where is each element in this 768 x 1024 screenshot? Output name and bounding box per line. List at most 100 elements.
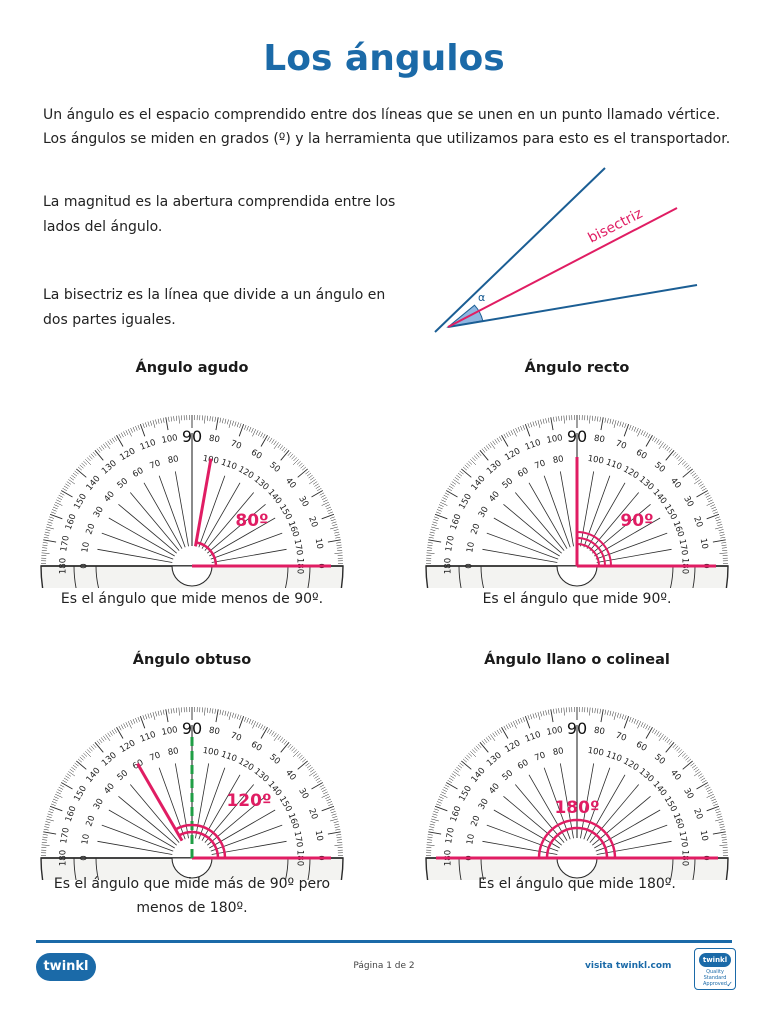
acute-angle-protractor: 0102030405060708010011012013014015016017…	[40, 415, 344, 588]
tick-mark	[711, 798, 717, 802]
outer-scale-label: 80	[593, 434, 605, 446]
tick-mark	[173, 416, 175, 422]
tick-mark	[49, 808, 55, 811]
tick-mark	[459, 762, 464, 767]
tick-mark	[63, 485, 69, 489]
tick-mark	[111, 437, 115, 443]
tick-mark	[302, 466, 307, 471]
tick-mark	[553, 416, 555, 422]
tick-mark	[238, 423, 245, 437]
tick-mark	[470, 459, 477, 466]
tick-mark	[677, 751, 684, 758]
straight-angle-caption: Es el ángulo que mide 180º.	[417, 872, 737, 896]
tick-mark	[118, 433, 122, 439]
center-semicircle	[556, 565, 598, 587]
tick-mark	[706, 805, 720, 812]
inner-scale-label: 140	[265, 487, 283, 506]
tick-mark	[292, 751, 299, 758]
outer-scale-label: 180	[59, 558, 69, 574]
inner-scale-label: 100	[202, 746, 220, 759]
tick-mark	[553, 708, 555, 714]
badge-text: Quality Standard Approved	[703, 969, 727, 987]
tick-mark	[125, 430, 129, 435]
tick-mark	[454, 477, 460, 481]
radial-line	[543, 767, 571, 840]
outer-scale-label: 170	[59, 827, 72, 845]
tick-mark	[49, 516, 55, 519]
tick-mark	[674, 745, 679, 750]
tick-mark	[459, 470, 464, 475]
tick-mark	[512, 429, 517, 437]
tick-mark	[440, 793, 448, 798]
inner-scale-label: 160	[671, 520, 686, 539]
tick-mark	[431, 818, 439, 822]
inner-scale-label: 0	[80, 855, 90, 860]
inner-scale-label: 170	[292, 538, 305, 556]
visit-link[interactable]: visita twinkl.com	[585, 961, 672, 971]
tick-mark	[683, 754, 688, 759]
acute-angle-caption: Es el ángulo que mide menos de 90º.	[32, 587, 352, 611]
tick-mark	[321, 805, 335, 812]
tick-mark	[214, 416, 216, 422]
radial-line	[482, 840, 558, 855]
tick-mark	[490, 442, 496, 450]
tick-mark	[485, 445, 490, 450]
outer-scale-label: 160	[449, 805, 464, 824]
tick-mark	[323, 499, 328, 503]
inner-scale-label: 10	[80, 541, 92, 553]
tick-mark	[453, 771, 461, 777]
tick-mark	[42, 836, 48, 838]
tick-mark	[103, 735, 107, 741]
tick-mark	[624, 423, 627, 429]
tick-mark	[617, 420, 619, 426]
tick-mark	[434, 808, 440, 811]
tick-mark	[293, 749, 298, 754]
tick-mark	[678, 457, 683, 462]
tick-mark	[448, 777, 454, 781]
tick-mark	[321, 793, 329, 798]
tick-mark	[321, 497, 327, 500]
outer-scale-label: 150	[457, 492, 474, 511]
inner-scale-label: 170	[292, 830, 305, 848]
tick-mark	[52, 798, 58, 802]
tick-mark	[704, 784, 710, 788]
tick-mark	[83, 460, 88, 465]
tick-mark	[427, 547, 433, 549]
tick-mark	[658, 732, 662, 738]
tick-mark	[308, 766, 313, 771]
tick-mark	[428, 536, 434, 539]
tick-mark	[437, 798, 443, 802]
tick-mark	[315, 777, 321, 781]
tick-mark	[477, 743, 482, 748]
tick-mark	[269, 437, 273, 443]
tick-mark	[697, 773, 703, 777]
tick-mark	[170, 708, 172, 714]
tick-mark	[55, 501, 63, 506]
tick-mark	[92, 451, 97, 456]
inner-scale-label: 70	[533, 750, 547, 763]
tick-mark	[721, 834, 727, 836]
tick-mark	[42, 839, 48, 841]
tick-mark	[609, 710, 612, 716]
obtuse-caption-line-1: Es el ángulo que mide más de 90º pero	[53, 876, 331, 892]
tick-mark	[236, 714, 239, 720]
outer-scale-label: 100	[546, 725, 564, 738]
tick-mark	[336, 836, 342, 838]
tick-mark	[682, 760, 693, 770]
radial-line	[201, 482, 241, 549]
outer-scale-label: 10	[698, 537, 710, 549]
tick-mark	[436, 801, 442, 804]
tick-mark	[258, 431, 261, 437]
inner-scale-label: 70	[533, 458, 547, 471]
tick-mark	[708, 791, 713, 795]
outer-scale-label: 30	[681, 495, 695, 509]
tick-mark	[50, 803, 56, 806]
tick-mark	[711, 506, 717, 510]
inner-scale-label: 130	[637, 475, 656, 493]
tick-mark	[44, 531, 50, 534]
tick-mark	[51, 801, 57, 804]
tick-mark	[224, 710, 227, 716]
tick-mark	[640, 722, 644, 727]
tick-mark	[234, 713, 237, 719]
tick-mark	[300, 464, 305, 469]
